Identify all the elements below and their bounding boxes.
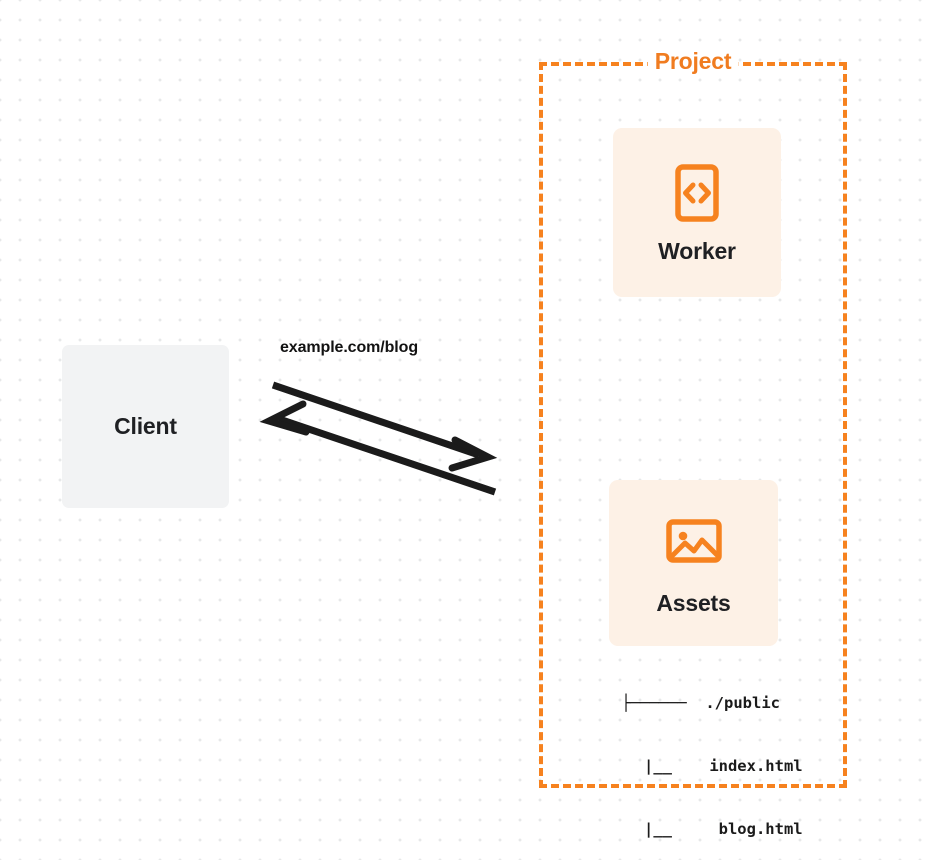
file-tree-row: ├────── ./public [621,694,780,712]
project-group-label: Project [647,47,739,75]
file-tree-row: |__ blog.html [588,820,803,838]
node-worker-label: Worker [658,237,736,264]
node-assets-label: Assets [656,590,731,616]
node-assets[interactable]: Assets [609,480,778,646]
node-client-label: Client [114,413,177,439]
code-brackets-icon [675,163,719,222]
edge-request-label: example.com/blog [280,339,418,356]
arrow-request [271,381,498,472]
node-client[interactable]: Client [62,345,229,508]
project-group: Project [539,47,847,788]
node-worker[interactable]: Worker [613,128,781,297]
assets-file-tree: ├────── ./public |__ index.html |__ blog… [588,651,803,860]
image-icon [665,519,722,563]
arrow-response [259,400,497,496]
file-tree-row: |__ index.html [588,757,803,775]
